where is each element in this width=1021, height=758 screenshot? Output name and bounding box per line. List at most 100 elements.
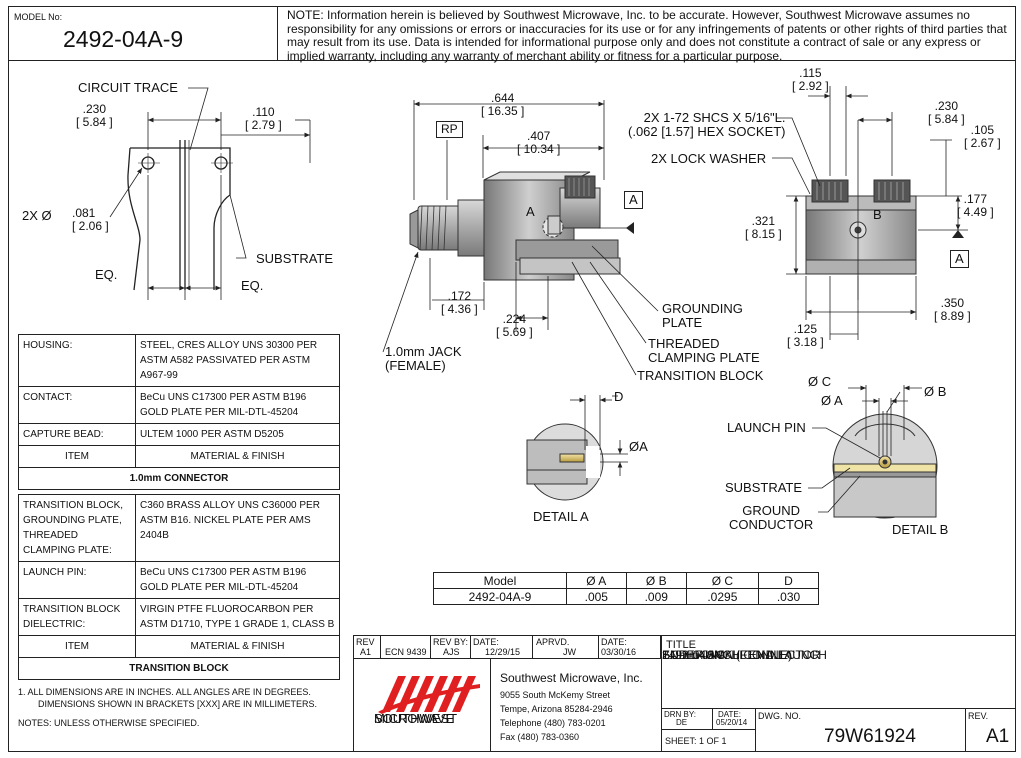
dim-177-in: .177 (963, 192, 988, 206)
date2-label: DATE: (601, 637, 627, 647)
dim-644-mm: [ 16.35 ] (481, 103, 525, 118)
dim-110-in: .110 (252, 105, 275, 119)
dim-230-mm: [ 5.84 ] (76, 114, 113, 129)
threaded-plate-label: THREADED CLAMPING PLATE (648, 336, 760, 366)
dim-230-in: .230 (82, 102, 107, 116)
table-cell: BeCu UNS C17300 PER ASTM B196 GOLD PLATE… (135, 561, 340, 599)
date2-value: 03/30/16 (601, 647, 637, 657)
dim-407-mm: [ 10.34 ] (517, 141, 561, 156)
materials-table-connector: HOUSING: STEEL, CRES ALLOY UNS 30300 PER… (18, 334, 340, 490)
table-caption: TRANSITION BLOCK (18, 657, 340, 680)
address-line-2: Tempe, Arizona 85284-2946 (500, 704, 613, 714)
address-line-1: 9055 South McKemy Street (500, 690, 611, 700)
threaded-line-1: THREADED (648, 336, 720, 351)
title-line-1: 2492-04A-9 (662, 648, 725, 662)
table-caption: 1.0mm CONNECTOR (18, 467, 340, 490)
table-header: Ø A (565, 572, 627, 589)
logo-line-2: MICROWAVE (374, 711, 455, 726)
dim-177: .177 [ 4.49 ] (957, 193, 994, 218)
dim-230r-in: .230 (934, 99, 959, 113)
table-row: CONTACT: BeCu UNS C17300 PER ASTM B196 G… (18, 386, 340, 424)
dim-110-mm: [ 2.79 ] (245, 117, 282, 132)
table-row: CAPTURE BEAD: ULTEM 1000 PER ASTM D5205 (18, 423, 340, 446)
dim-224-mm: [ 5.69 ] (496, 324, 533, 339)
phone: Telephone (480) 783-0201 (500, 718, 606, 728)
dim-172-in: .172 (447, 289, 472, 303)
table-row: HOUSING: STEEL, CRES ALLOY UNS 30300 PER… (18, 334, 340, 387)
date-label: DATE: (473, 637, 499, 647)
table-header-material: MATERIAL & FINISH (135, 635, 340, 658)
ground-line-1: GROUND (742, 503, 801, 518)
eq-label-1: EQ. (95, 267, 118, 282)
table-cell: CAPTURE BEAD: (18, 423, 136, 446)
grounding-plate-line-2: PLATE (662, 315, 703, 331)
table-row: TRANSITION BLOCK DIELECTRIC: VIRGIN PTFE… (18, 598, 340, 636)
dim-081: .081 [ 2.06 ] (72, 207, 109, 232)
dwg-number: 79W61924 (824, 726, 916, 747)
detail-a-drawing (526, 423, 604, 501)
connector-front-view (805, 179, 917, 275)
drn-by-label: DRN BY: (664, 710, 697, 719)
dim-350-in: .350 (940, 296, 965, 310)
dim-644-in: .644 (491, 91, 515, 105)
model-number: 2492-04A-9 (63, 26, 184, 52)
title-line-3: END LAUNCH CONNECTOR (662, 648, 821, 662)
jack-label: 1.0mm JACK (FEMALE) (385, 344, 462, 374)
dim-105-in: .105 (970, 123, 995, 137)
table-header: D (758, 572, 819, 589)
rev-label: REV (356, 637, 375, 647)
fax: Fax (480) 783-0360 (500, 732, 580, 742)
dim-230-right: .230 [ 5.84 ] (928, 100, 965, 125)
table-cell: .0295 (685, 588, 760, 605)
note-1-line-2: DIMENSIONS SHOWN IN BRACKETS [XXX] ARE I… (38, 699, 318, 709)
dim-125-mm: [ 3.18 ] (787, 334, 824, 349)
jack-line-2: (FEMALE) (385, 358, 446, 374)
detail-b-callout: B (873, 207, 882, 222)
rev-value: A1 (360, 647, 372, 657)
drn-date-value: 05/20/14 (716, 718, 748, 727)
note-1-line-1: 1. ALL DIMENSIONS ARE IN INCHES. ALL ANG… (18, 687, 311, 697)
rev2-value: A1 (986, 726, 1010, 747)
dim-105-mm: [ 2.67 ] (964, 135, 1001, 150)
ecn-value: ECN 9439 (385, 647, 427, 657)
materials-table-block: TRANSITION BLOCK, GROUNDING PLATE, THREA… (18, 494, 340, 680)
logo-line-1: SOUTHWEST (374, 711, 458, 726)
circuit-trace-label: CIRCUIT TRACE (78, 80, 178, 95)
rev-by-value: AJS (443, 647, 460, 657)
table-row: 2492-04A-9 .005 .009 .0295 .030 (433, 588, 819, 605)
disclaimer-box (277, 6, 1016, 61)
dim-105: .105 [ 2.67 ] (964, 124, 1001, 149)
date-value: 12/29/15 (485, 647, 521, 657)
transition-block-label: TRANSITION BLOCK (637, 368, 764, 383)
detail-b-phi-c: Ø C (808, 374, 832, 389)
table-cell: C360 BRASS ALLOY UNS C36000 PER ASTM B16… (135, 494, 340, 562)
rp-box: RP (436, 121, 463, 138)
grounding-plate-line-1: GROUNDING (662, 301, 743, 316)
table-cell: .005 (565, 588, 627, 605)
table-row: TRANSITION BLOCK, GROUNDING PLATE, THREA… (18, 494, 340, 562)
table-cell: BeCu UNS C17300 PER ASTM B196 GOLD PLATE… (135, 386, 340, 424)
drn-date-label: DATE: (718, 710, 741, 719)
dim-350: .350 [ 8.89 ] (934, 297, 971, 322)
table-cell: VIRGIN PTFE FLUOROCARBON PER ASTM D1710,… (135, 598, 340, 636)
dwg-label: DWG. NO. (758, 711, 801, 721)
dim-224-in: .224 (502, 312, 527, 326)
detail-b-phi-a: Ø A (821, 393, 843, 408)
datum-a-box: A (624, 191, 643, 210)
model-dimension-table: Model Ø A Ø B Ø C D 2492-04A-9 .005 .009… (433, 572, 819, 605)
title-block-border (353, 635, 1016, 752)
table-cell: .030 (758, 588, 819, 605)
screws-line-1: 2X 1-72 SHCS X 5/16"L. (643, 110, 786, 125)
table-cell: TRANSITION BLOCK, GROUNDING PLATE, THREA… (18, 494, 136, 562)
detail-b-title: DETAIL B (892, 522, 949, 537)
dim-644: .644 [ 16.35 ] (481, 92, 524, 117)
ground-conductor-label: GROUND CONDUCTOR (729, 503, 813, 533)
detail-a-callout: A (526, 204, 535, 219)
table-cell: 2492-04A-9 (433, 588, 567, 605)
dim-115-in: .115 (799, 66, 822, 80)
title-label: TITLE (666, 639, 696, 651)
detail-b-drawing (832, 413, 938, 519)
rev-by-label: REV BY: (433, 637, 469, 647)
table-caption-row: TRANSITION BLOCK (18, 657, 340, 680)
disclaimer-note: NOTE: Information herein is believed by … (287, 8, 1007, 63)
